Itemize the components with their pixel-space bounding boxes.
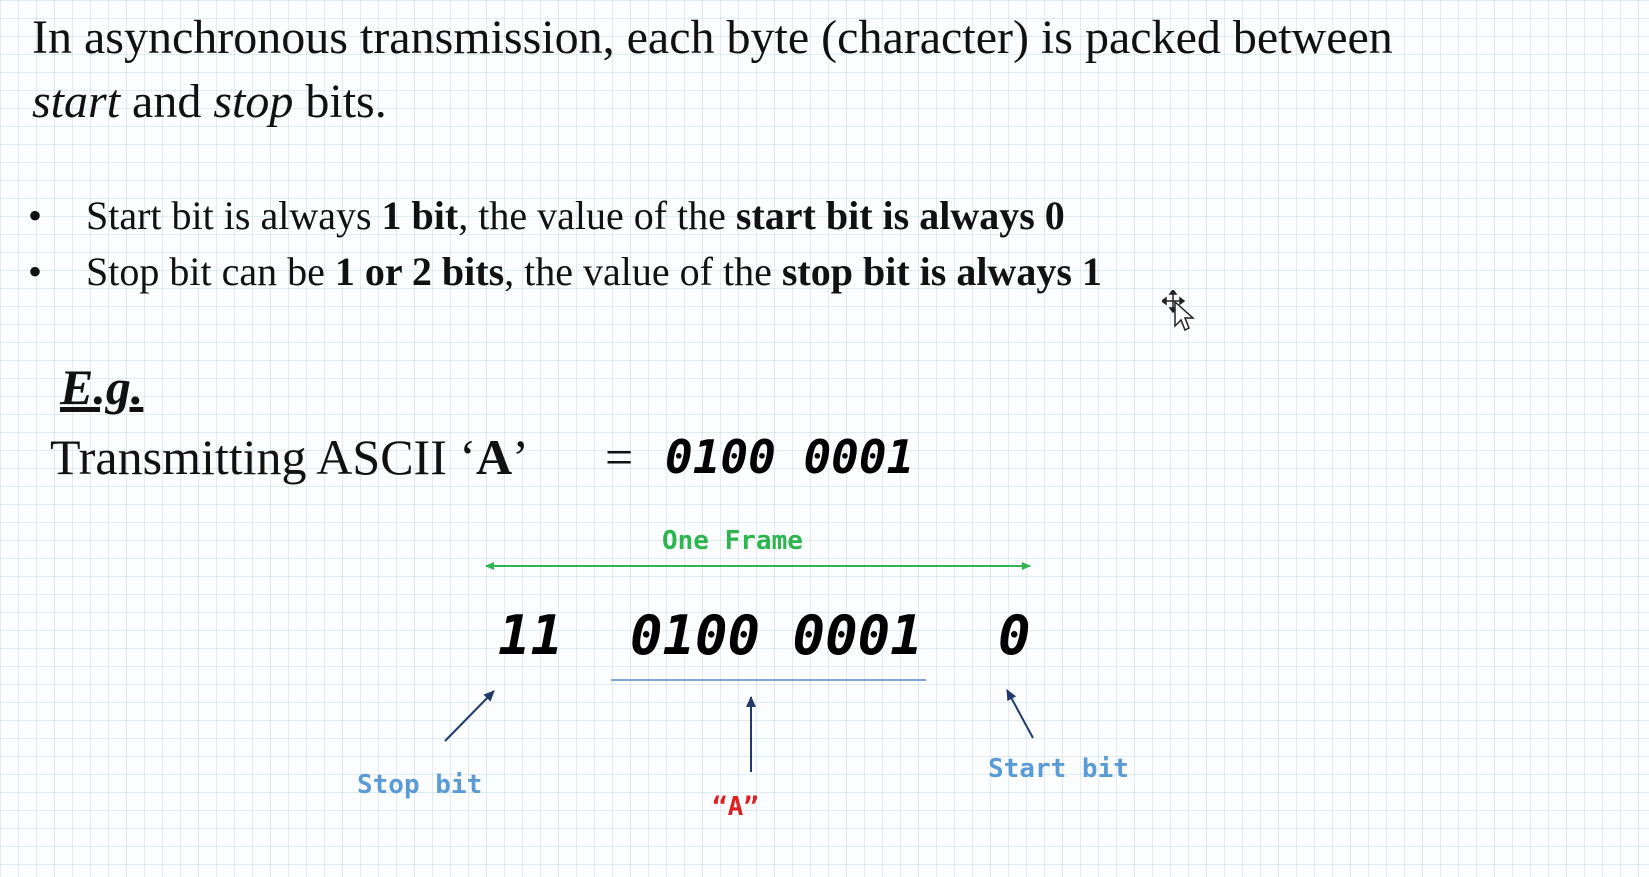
ascii-statement: Transmitting ASCII ‘A’ bbox=[50, 428, 529, 486]
bullet-bold: start bit is always 0 bbox=[735, 193, 1065, 238]
character-a-label: “A” bbox=[712, 792, 759, 822]
frame-data-bits: 0100 0001 bbox=[630, 604, 923, 667]
ascii-prefix: Transmitting ASCII ‘ bbox=[50, 429, 477, 485]
ascii-letter: A bbox=[476, 429, 513, 485]
stop-bit-label: Stop bit bbox=[357, 770, 483, 800]
start-bit-label: Start bit bbox=[988, 754, 1129, 784]
equals-sign: = bbox=[605, 429, 634, 485]
ascii-suffix: ’ bbox=[512, 429, 529, 485]
start-bit-pointer-arrow bbox=[1006, 689, 1034, 739]
bullet-bold: 1 bit bbox=[381, 193, 459, 238]
frame-start-bit: 0 bbox=[998, 604, 1031, 667]
bullet-bold: stop bit is always 1 bbox=[781, 249, 1102, 294]
example-heading: E.g. bbox=[60, 359, 144, 415]
bullet-text: Start bit is always bbox=[86, 193, 382, 238]
bullet-marker: • bbox=[28, 249, 43, 294]
intro-start-word: start bbox=[32, 75, 121, 128]
frame-stop-bits: 11 bbox=[498, 604, 564, 667]
bullet-stop-bit: • Stop bit can be 1 or 2 bits, the value … bbox=[28, 244, 1102, 300]
bullet-marker: • bbox=[28, 193, 43, 238]
stop-bit-pointer-arrow bbox=[444, 690, 495, 742]
intro-and-word: and bbox=[120, 75, 214, 128]
bullet-bold: 1 or 2 bits bbox=[334, 249, 505, 294]
bullet-text: Stop bit can be bbox=[86, 249, 335, 294]
bullet-text: , the value of the bbox=[504, 249, 782, 294]
intro-stop-word: stop bbox=[213, 75, 294, 128]
intro-paragraph: In asynchronous transmission, each byte … bbox=[32, 6, 1632, 134]
ascii-binary-value: 0100 0001 bbox=[665, 430, 915, 484]
bullet-start-bit: • Start bit is always 1 bit, the value of… bbox=[28, 188, 1102, 244]
intro-bits-word: bits. bbox=[293, 75, 387, 128]
intro-text: In asynchronous transmission, each byte … bbox=[32, 11, 1393, 64]
bullet-text: , the value of the bbox=[458, 193, 736, 238]
move-cursor-icon bbox=[1162, 290, 1195, 332]
bullet-list: •Start bit is always 1 bit, the value of… bbox=[28, 188, 1102, 300]
one-frame-label: One Frame bbox=[662, 526, 803, 556]
